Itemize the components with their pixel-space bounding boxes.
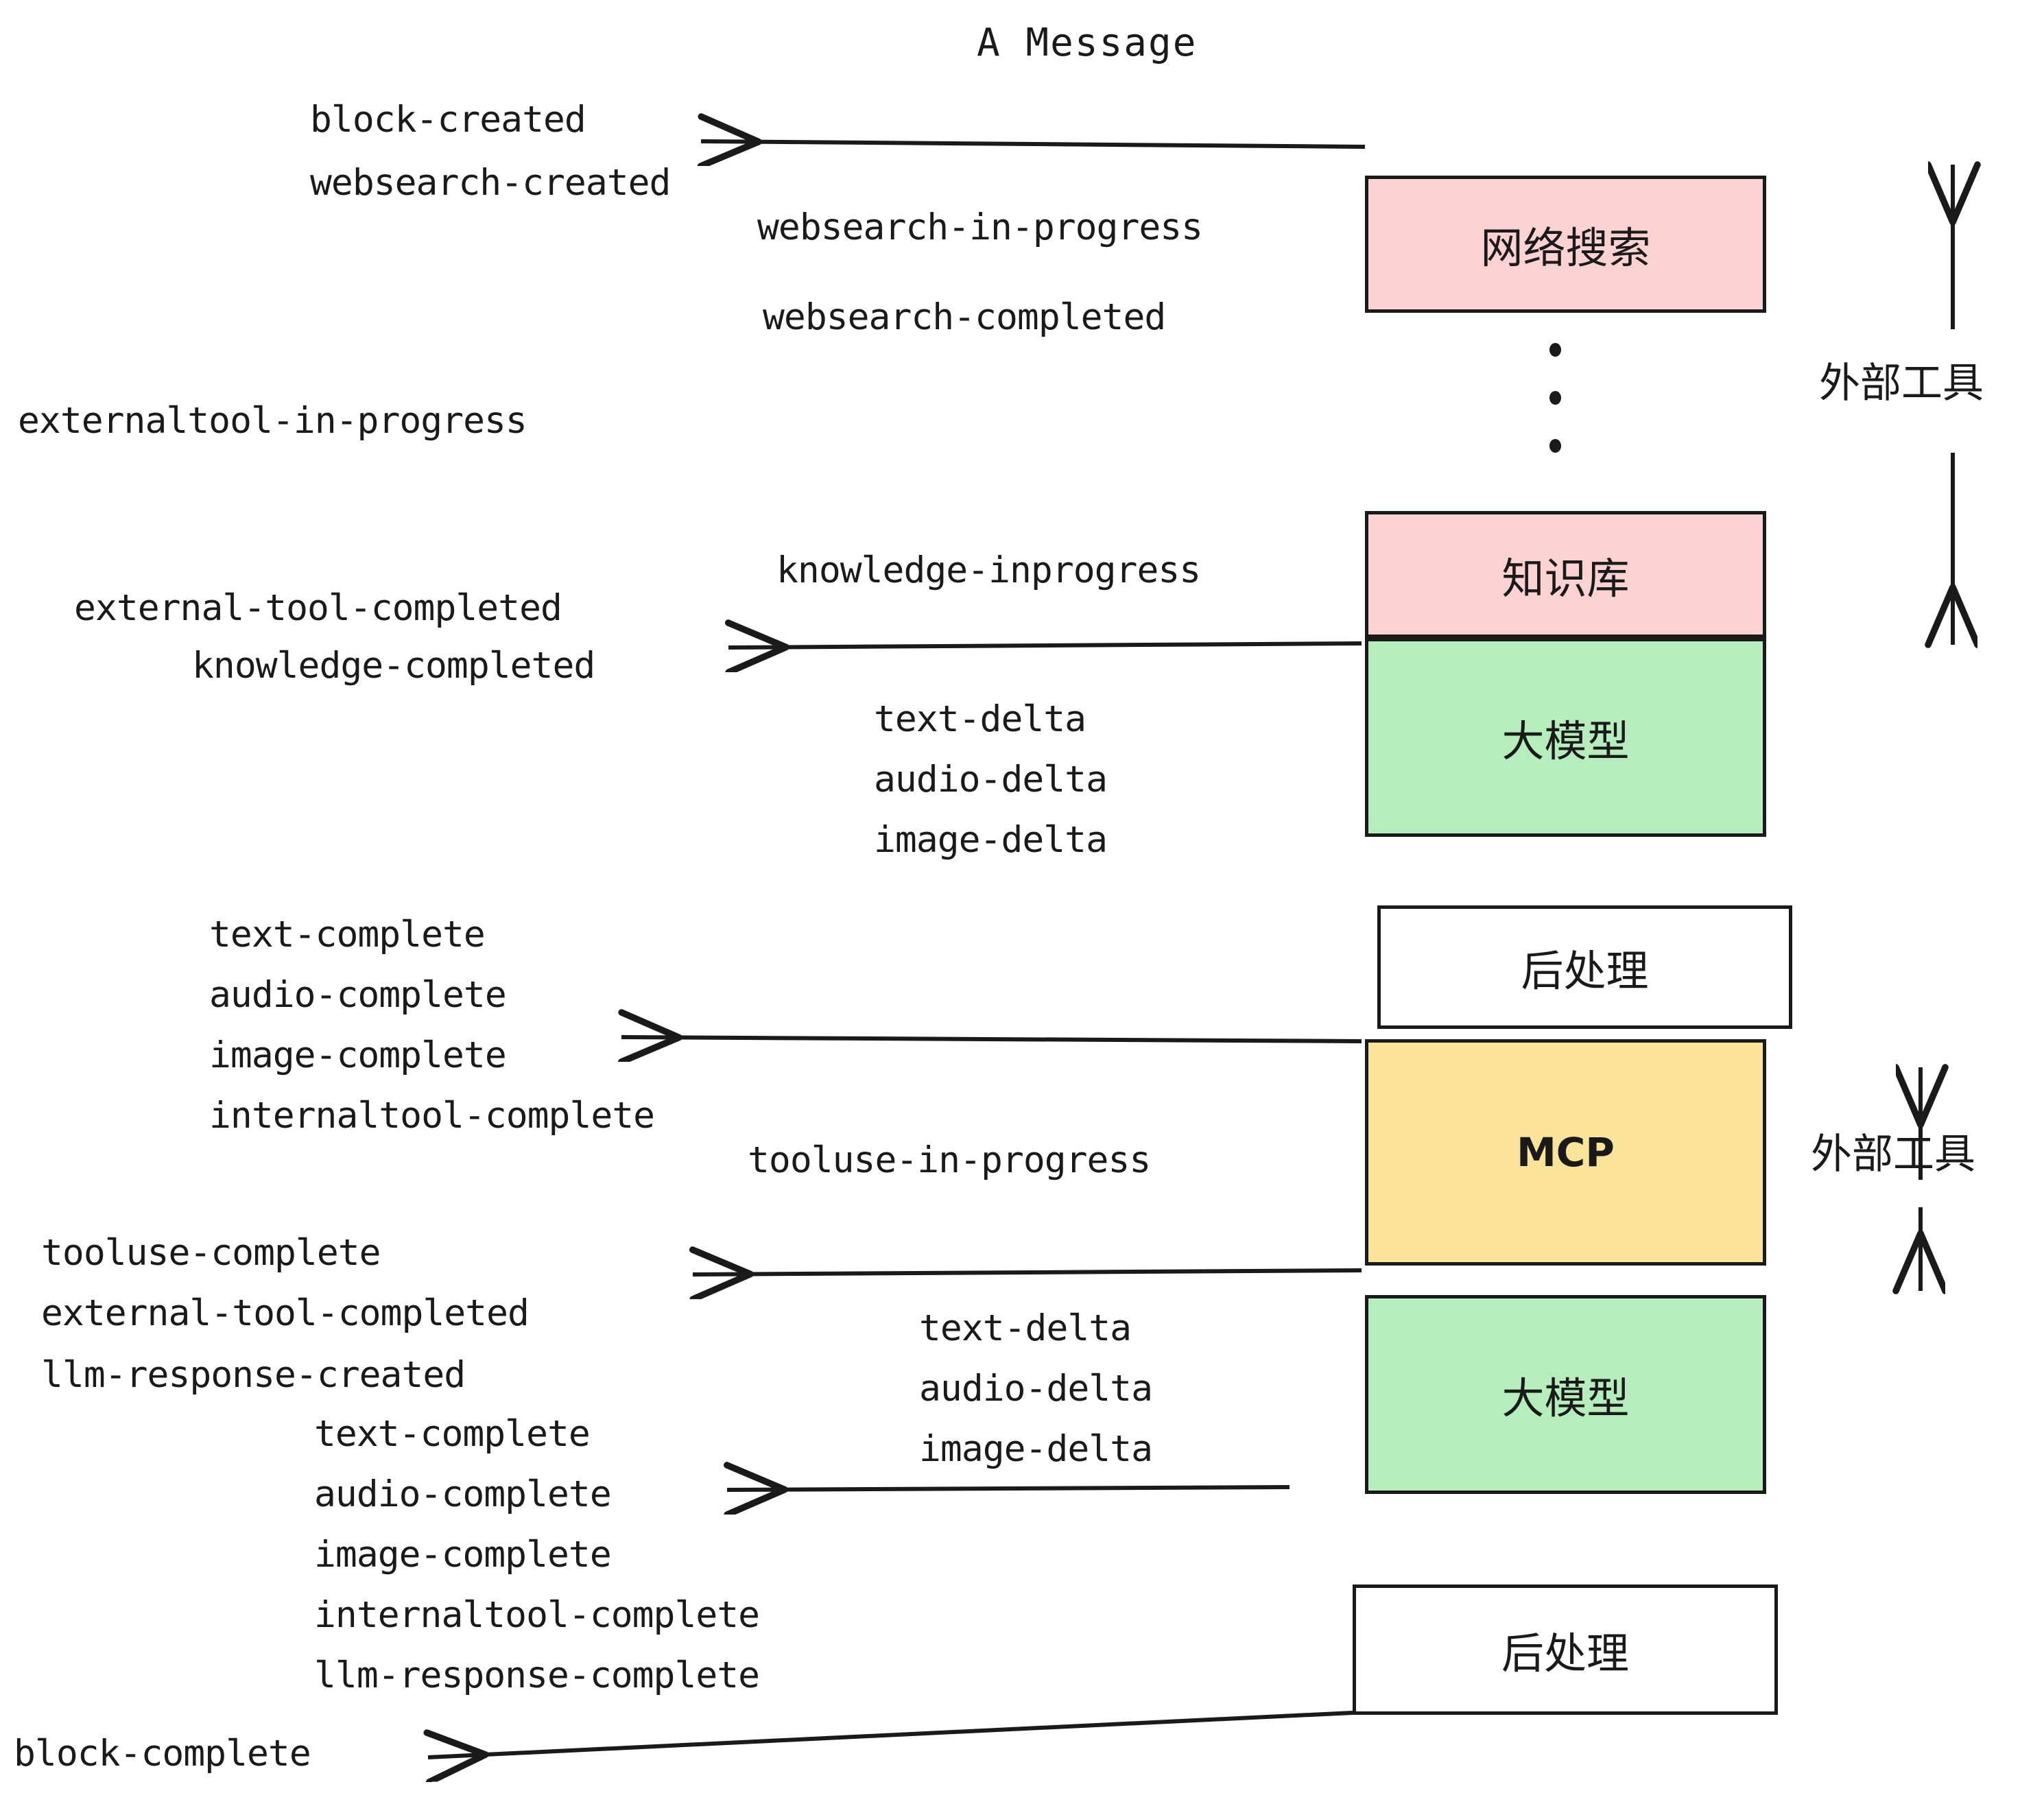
arrow-knowledge-to-completed xyxy=(728,643,1362,648)
event-block-complete: block-complete xyxy=(14,1733,311,1775)
box-mcp[interactable]: MCP xyxy=(1365,1039,1766,1266)
box-websearch[interactable]: 网络搜索 xyxy=(1365,176,1766,313)
event-external-tool-completed-2: external-tool-completed xyxy=(41,1292,530,1334)
event-websearch-in-progress: websearch-in-progress xyxy=(757,206,1203,248)
event-internaltool-complete-2: internaltool-complete xyxy=(314,1594,760,1636)
event-llm-response-created: llm-response-created xyxy=(41,1354,466,1396)
arrow-websearch-to-blockcreated xyxy=(701,141,1366,147)
box-label: 后处理 xyxy=(1501,1628,1629,1678)
external-tools-label-top: 外部工具 xyxy=(1819,359,1984,407)
page-title: A Message xyxy=(977,21,1198,65)
box-postprocess-2[interactable]: 后处理 xyxy=(1353,1585,1778,1715)
event-image-complete-2: image-complete xyxy=(314,1534,612,1576)
event-audio-complete-2: audio-complete xyxy=(314,1473,612,1515)
box-postprocess-1[interactable]: 后处理 xyxy=(1377,905,1792,1029)
event-audio-delta-2: audio-delta xyxy=(919,1368,1153,1410)
arrow-postprocess2-to-blockcomplete xyxy=(428,1711,1353,1757)
box-llm-2[interactable]: 大模型 xyxy=(1365,1295,1766,1494)
box-label: 知识库 xyxy=(1501,553,1630,604)
arrow-llm2-to-audiocomplete xyxy=(727,1487,1290,1490)
event-external-tool-completed-1: external-tool-completed xyxy=(74,587,562,629)
box-label: 大模型 xyxy=(1501,716,1630,766)
event-block-created: block-created xyxy=(310,99,586,141)
event-image-delta-1: image-delta xyxy=(874,819,1108,861)
event-externaltool-in-progress: externaltool-in-progress xyxy=(18,400,527,442)
event-image-delta-2: image-delta xyxy=(919,1428,1153,1470)
box-label: 网络搜索 xyxy=(1480,223,1651,273)
event-text-complete-1: text-complete xyxy=(209,914,486,956)
event-audio-complete-1: audio-complete xyxy=(209,974,507,1016)
event-websearch-completed: websearch-completed xyxy=(763,296,1166,338)
box-label: 大模型 xyxy=(1501,1373,1630,1423)
event-image-complete-1: image-complete xyxy=(209,1034,507,1076)
event-knowledge-completed: knowledge-completed xyxy=(192,645,595,687)
event-text-delta-2: text-delta xyxy=(919,1307,1132,1349)
vertical-ellipsis xyxy=(1549,343,1561,453)
event-tooluse-complete: tooluse-complete xyxy=(41,1232,381,1274)
event-tooluse-in-progress: tooluse-in-progress xyxy=(748,1139,1151,1181)
box-knowledge[interactable]: 知识库 xyxy=(1365,511,1766,638)
box-llm-1[interactable]: 大模型 xyxy=(1365,638,1766,837)
event-knowledge-inprogress: knowledge-inprogress xyxy=(776,549,1201,591)
arrow-postprocess1-to-imagecomplete xyxy=(621,1037,1362,1041)
event-llm-response-complete: llm-response-complete xyxy=(314,1654,760,1696)
event-text-delta-1: text-delta xyxy=(874,698,1086,740)
event-internaltool-complete-1: internaltool-complete xyxy=(209,1095,655,1137)
event-text-complete-2: text-complete xyxy=(314,1413,591,1455)
external-tools-label-bottom: 外部工具 xyxy=(1811,1130,1975,1178)
box-label: MCP xyxy=(1517,1129,1615,1176)
arrow-mcp-to-tooluse xyxy=(693,1270,1362,1274)
box-label: 后处理 xyxy=(1521,946,1649,996)
event-audio-delta-1: audio-delta xyxy=(874,759,1108,800)
event-websearch-created: websearch-created xyxy=(310,162,671,204)
